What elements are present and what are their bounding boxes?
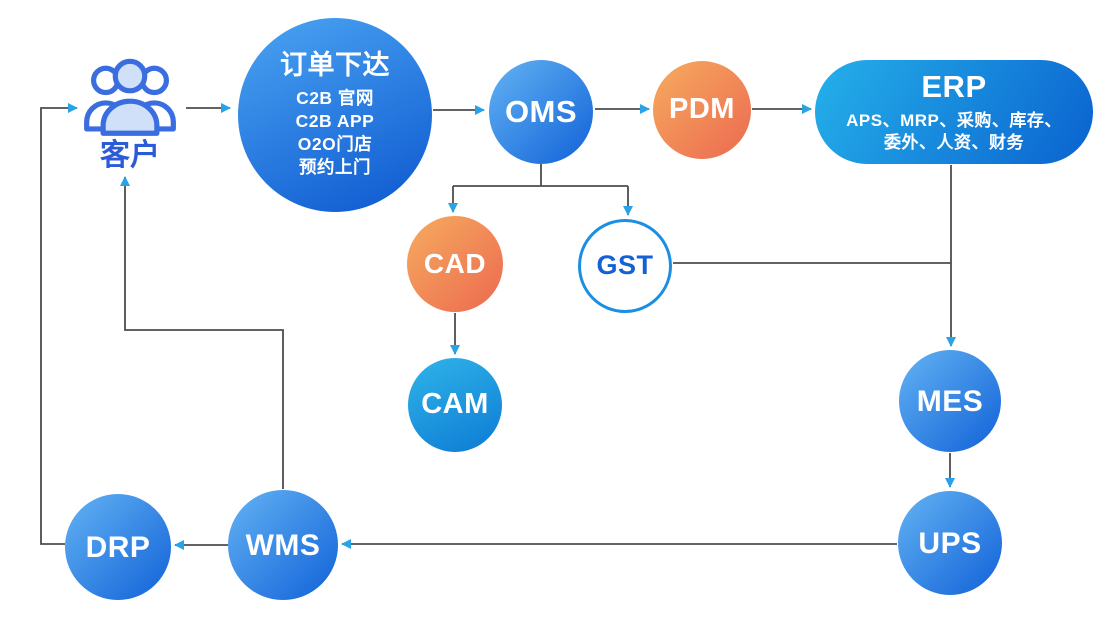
node-sublabel-erp: APS、MRP、采购、库存、委外、人资、财务 <box>846 110 1062 155</box>
node-label-erp: ERP <box>921 68 987 104</box>
node-subline: C2B APP <box>295 110 375 131</box>
node-label-mes: MES <box>916 384 984 418</box>
node-subline: 预约上门 <box>299 156 371 177</box>
node-label-drp: DRP <box>85 530 151 564</box>
node-label-ups: UPS <box>918 526 982 560</box>
node-cad: CAD <box>407 216 503 312</box>
edge-wms-to-customer <box>120 176 284 489</box>
edge-drp-to-customer <box>40 103 78 545</box>
node-label-oms: OMS <box>504 93 578 129</box>
node-label-wms: WMS <box>245 528 321 562</box>
node-label-order: 订单下达 <box>280 49 390 80</box>
node-erp: ERP APS、MRP、采购、库存、委外、人资、财务 <box>815 60 1093 164</box>
node-customer: 客户 <box>78 56 182 171</box>
node-label-cam: CAM <box>421 388 489 421</box>
node-wms: WMS <box>228 490 338 600</box>
node-ups: UPS <box>898 491 1002 595</box>
node-subline: 委外、人资、财务 <box>883 133 1024 153</box>
node-gst: GST <box>578 219 672 313</box>
node-label-cad: CAD <box>423 247 487 279</box>
node-drp: DRP <box>65 494 171 600</box>
node-label-pdm: PDM <box>669 93 735 126</box>
node-oms: OMS <box>489 60 593 164</box>
node-label-gst: GST <box>596 250 654 281</box>
customer-label: 客户 <box>100 139 160 172</box>
node-mes: MES <box>899 350 1001 452</box>
node-subline: APS、MRP、采购、库存、 <box>846 110 1062 130</box>
node-pdm: PDM <box>653 61 751 159</box>
node-subline: O2O门店 <box>297 133 373 154</box>
node-cam: CAM <box>408 358 502 452</box>
node-subline: C2B 官网 <box>296 87 374 108</box>
customer-group-icon <box>78 56 182 141</box>
